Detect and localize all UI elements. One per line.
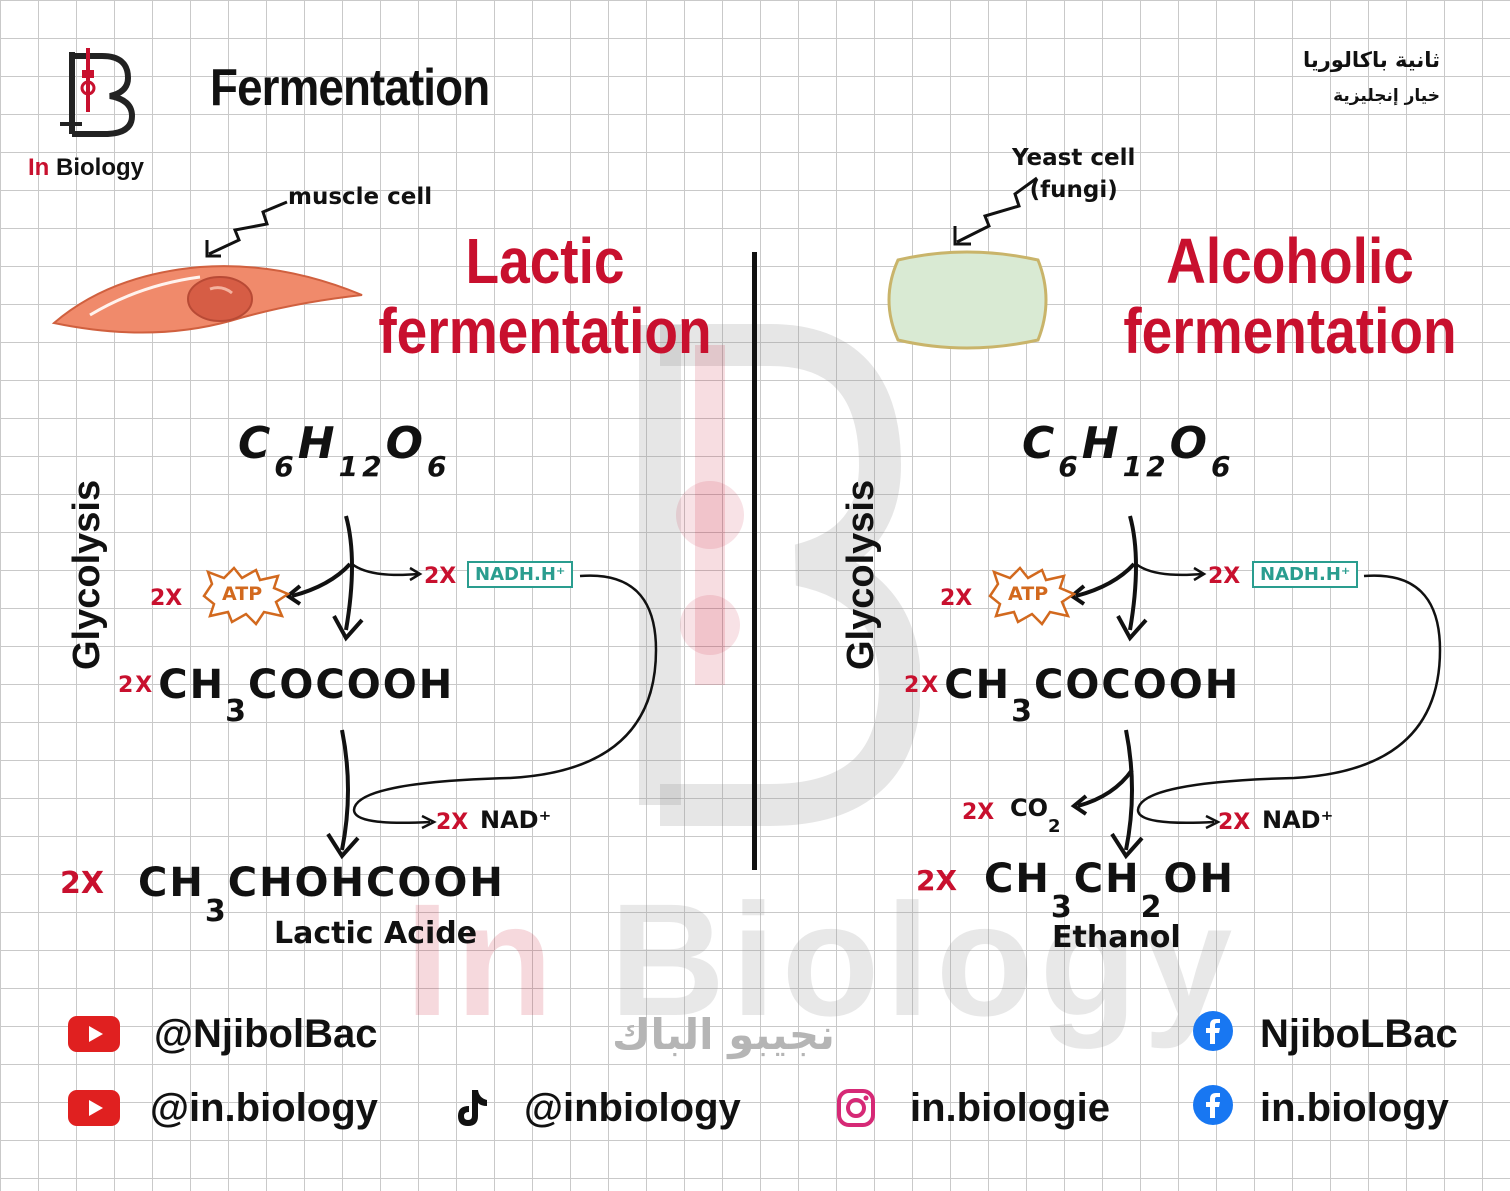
youtube-icon	[68, 1016, 120, 1052]
ethanol-part-a: CH	[984, 856, 1051, 902]
lactic-acid-formula: CH3CHOHCOOH	[138, 860, 505, 929]
alcoholic-product-coefficient: 2X	[916, 864, 958, 897]
pyruvate-coefficient: 2X	[904, 673, 941, 698]
pyruvate-coefficient: 2X	[118, 673, 155, 698]
alcoholic-glucose-formula: C6H12O6	[1022, 418, 1234, 483]
lactic-product-part-b: CHOHCOOH	[227, 860, 505, 906]
alcoholic-pathway-arrows	[1068, 515, 1442, 860]
lactic-glycolysis-label: Glycolysis	[66, 479, 108, 670]
watermark-logo	[639, 324, 920, 826]
instagram-icon	[837, 1089, 875, 1127]
watermark-text: In Biology	[405, 868, 1238, 1052]
pyruvate-sub: 3	[1011, 694, 1034, 729]
lactic-atp-coefficient: 2X	[150, 586, 183, 611]
lactic-nad-coefficient: 2X	[436, 810, 469, 835]
glucose-o-sub: 6	[426, 449, 451, 483]
alcoholic-atp-label: ATP	[1008, 583, 1049, 605]
pyruvate-part-a: CH	[944, 662, 1012, 708]
yeast-cell-pointer-arrow	[953, 176, 1038, 246]
youtube-handle-1[interactable]: @NjibolBac	[154, 1012, 378, 1056]
alcoholic-co2-coefficient: 2X	[962, 800, 995, 825]
glucose-h-sub: 12	[338, 449, 386, 483]
glucose-o: O	[1169, 418, 1211, 469]
glucose-c: C	[1022, 418, 1059, 469]
alcoholic-nad-coefficient: 2X	[1218, 810, 1251, 835]
tiktok-handle[interactable]: @inbiology	[524, 1086, 741, 1130]
alcoholic-atp-coefficient: 2X	[940, 586, 973, 611]
section-divider	[752, 252, 757, 870]
lactic-product-sub: 3	[204, 894, 228, 929]
pyruvate-part-b: COCOOH	[1034, 662, 1241, 708]
ethanol-part-c: OH	[1163, 856, 1235, 902]
in-biology-logo-icon	[60, 48, 136, 137]
arabic-level: ثانية باكالوريا	[1302, 48, 1440, 72]
facebook-icon	[1193, 1085, 1233, 1125]
ethanol-formula: CH3CH2OH	[984, 856, 1235, 925]
alcoholic-nadh-box: NADH.H⁺	[1252, 561, 1359, 588]
lactic-title-line2: fermentation	[378, 295, 712, 367]
youtube-handle-2[interactable]: @in.biology	[150, 1086, 378, 1130]
lactic-nadh-box: NADH.H⁺	[467, 561, 574, 588]
lactic-product-coefficient: 2X	[60, 866, 105, 901]
alcoholic-nadh-coefficient: 2X	[1208, 564, 1241, 589]
lactic-acid-name: Lactic Acide	[274, 916, 478, 951]
alcoholic-nad-label: NAD⁺	[1262, 806, 1334, 834]
glucose-c: C	[238, 418, 275, 469]
pyruvate-part-b: COCOOH	[248, 662, 455, 708]
lactic-atp-burst-icon	[202, 566, 290, 626]
alcoholic-glycolysis-label: Glycolysis	[840, 479, 882, 670]
yeast-cell-illustration	[887, 250, 1048, 350]
muscle-cell-label: muscle cell	[288, 184, 433, 210]
ethanol-name: Ethanol	[1052, 920, 1181, 955]
glucose-h: H	[1081, 418, 1123, 469]
glucose-h-sub: 12	[1122, 449, 1170, 483]
instagram-handle[interactable]: in.biologie	[910, 1086, 1110, 1130]
alcoholic-title-line2: fermentation	[1123, 295, 1457, 367]
youtube-icon	[68, 1090, 120, 1126]
ethanol-sub2: 2	[1140, 890, 1164, 925]
ethanol-sub1: 3	[1050, 890, 1074, 925]
tiktok-icon	[458, 1090, 487, 1126]
brand-in: In	[28, 154, 50, 181]
facebook-handle-1[interactable]: NjiboLBac	[1260, 1012, 1458, 1056]
alcoholic-co2-label: CO2	[1010, 794, 1061, 837]
glucose-o: O	[385, 418, 427, 469]
lactic-atp-label: ATP	[222, 583, 263, 605]
glucose-h: H	[297, 418, 339, 469]
muscle-cell-pointer-arrow	[205, 200, 288, 258]
facebook-handle-2[interactable]: in.biology	[1260, 1086, 1449, 1130]
pyruvate-part-a: CH	[158, 662, 226, 708]
co2-main: CO	[1010, 794, 1049, 822]
co2-sub: 2	[1048, 815, 1061, 837]
alcoholic-atp-burst-icon	[988, 566, 1076, 626]
page-title: Fermentation	[210, 59, 490, 117]
yeast-cell-label: Yeast cell (fungi)	[1012, 142, 1135, 206]
pyruvate-sub: 3	[225, 694, 248, 729]
yeast-cell-label-line2: (fungi)	[1029, 177, 1118, 203]
facebook-icon	[1193, 1011, 1233, 1051]
lactic-nad-label: NAD⁺	[480, 806, 552, 834]
brand-rest: Biology	[56, 154, 144, 181]
watermark-rest: Biology	[609, 870, 1239, 1049]
lactic-title-line1: Lactic	[465, 225, 625, 297]
lactic-product-part-a: CH	[138, 860, 205, 906]
arabic-brand-name: نجيبو الباك	[612, 1010, 835, 1059]
alcoholic-title-line1: Alcoholic	[1166, 225, 1414, 297]
lactic-nadh-coefficient: 2X	[424, 564, 457, 589]
lactic-glucose-formula: C6H12O6	[238, 418, 450, 483]
glucose-c-sub: 6	[1058, 449, 1082, 483]
yeast-cell-label-line1: Yeast cell	[1012, 145, 1136, 171]
arabic-option: خيار إنجليزية	[1333, 86, 1440, 106]
watermark-in: In	[405, 870, 560, 1049]
muscle-cell-illustration	[51, 265, 363, 334]
glucose-o-sub: 6	[1210, 449, 1235, 483]
glucose-c-sub: 6	[274, 449, 298, 483]
brand-name: In Biology	[28, 154, 144, 182]
lactic-pathway-arrows	[284, 515, 658, 860]
ethanol-part-b: CH	[1073, 856, 1141, 902]
